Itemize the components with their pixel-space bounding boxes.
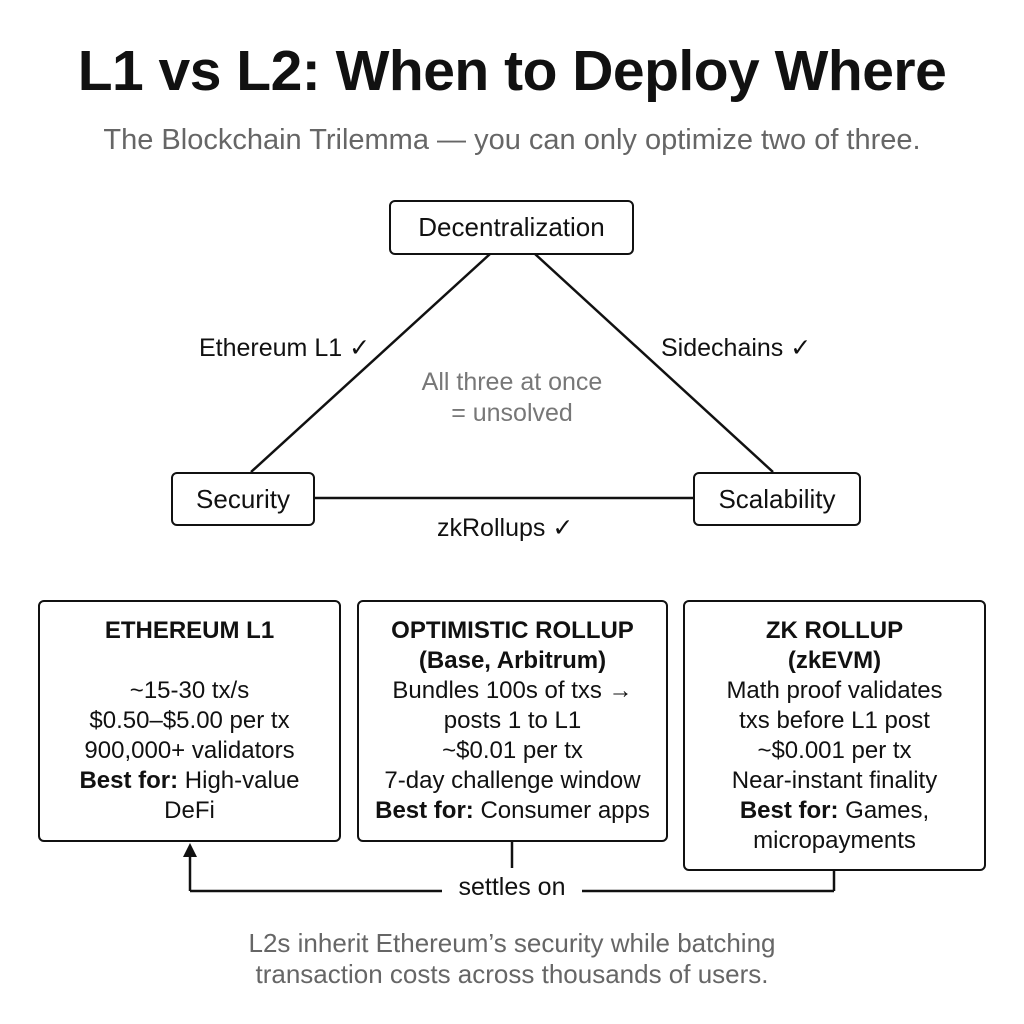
best-for-value: Games, xyxy=(838,797,930,824)
node-security: Security xyxy=(171,472,315,526)
card-line: Near-instant finality xyxy=(731,767,938,794)
card-line: 7-day challenge window xyxy=(384,767,641,794)
edge-label-zkrollups: zkRollups ✓ xyxy=(437,514,574,542)
card-line: Math proof validates xyxy=(726,677,943,704)
card-optimistic-rollup: OPTIMISTIC ROLLUP (Base, Arbitrum) Bundl… xyxy=(357,600,668,842)
edge-right-line xyxy=(534,253,774,473)
page-subtitle: The Blockchain Trilemma — you can only o… xyxy=(103,124,921,156)
card-best-for: Best for: Consumer apps xyxy=(359,796,666,826)
edge-label-ethereum-l1: Ethereum L1 ✓ xyxy=(199,334,371,362)
best-for-value-cont: micropayments xyxy=(753,827,916,854)
arrowhead-icon xyxy=(183,843,197,857)
page-title: L1 vs L2: When to Deploy Where xyxy=(77,39,947,103)
card-line: ~$0.001 per tx xyxy=(757,737,912,764)
card-heading: ZK ROLLUP xyxy=(765,617,904,644)
connector-label: settles on xyxy=(444,873,580,902)
best-for-label: Best for: xyxy=(375,797,474,824)
card-subheading: (Base, Arbitrum) xyxy=(418,647,607,674)
card-line: Bundles 100s of txs → xyxy=(392,677,633,704)
card-line: ~$0.01 per tx xyxy=(442,737,583,764)
center-note-line-2: = unsolved xyxy=(451,399,573,427)
center-note-line-1: All three at once xyxy=(421,368,603,396)
card-subheading: (zkEVM) xyxy=(787,647,882,674)
footer-line-2: transaction costs across thousands of us… xyxy=(255,959,769,989)
card-line: txs before L1 post xyxy=(739,707,930,734)
node-scalability: Scalability xyxy=(693,472,861,526)
best-for-label: Best for: xyxy=(739,797,839,824)
trilemma-center-note: All three at once = unsolved xyxy=(362,367,662,429)
card-zk-rollup: ZK ROLLUP (zkEVM) Math proof validates t… xyxy=(683,600,986,871)
card-ethereum-l1: ETHEREUM L1 ~15-30 tx/s $0.50–$5.00 per … xyxy=(38,600,341,842)
card-line: 900,000+ validators xyxy=(84,737,295,764)
edge-label-sidechains: Sidechains ✓ xyxy=(661,334,812,362)
best-for-value-cont: DeFi xyxy=(164,797,215,824)
best-for-label: Best for: xyxy=(79,767,179,794)
footer-line-1: L2s inherit Ethereum’s security while ba… xyxy=(248,928,776,958)
card-line: $0.50–$5.00 per tx xyxy=(89,707,290,734)
card-best-for: Best for: High-value xyxy=(40,766,339,796)
card-best-for: Best for: Games, xyxy=(685,796,984,826)
card-heading: ETHEREUM L1 xyxy=(104,617,275,644)
edge-left-line xyxy=(250,253,491,473)
best-for-value: Consumer apps xyxy=(473,797,650,824)
best-for-value: High-value xyxy=(178,767,300,794)
node-decentralization: Decentralization xyxy=(389,200,634,255)
card-heading: OPTIMISTIC ROLLUP xyxy=(391,617,634,644)
card-line: posts 1 to L1 xyxy=(443,707,582,734)
footer-note: L2s inherit Ethereum’s security while ba… xyxy=(0,928,1024,990)
card-line: ~15-30 tx/s xyxy=(129,677,250,704)
